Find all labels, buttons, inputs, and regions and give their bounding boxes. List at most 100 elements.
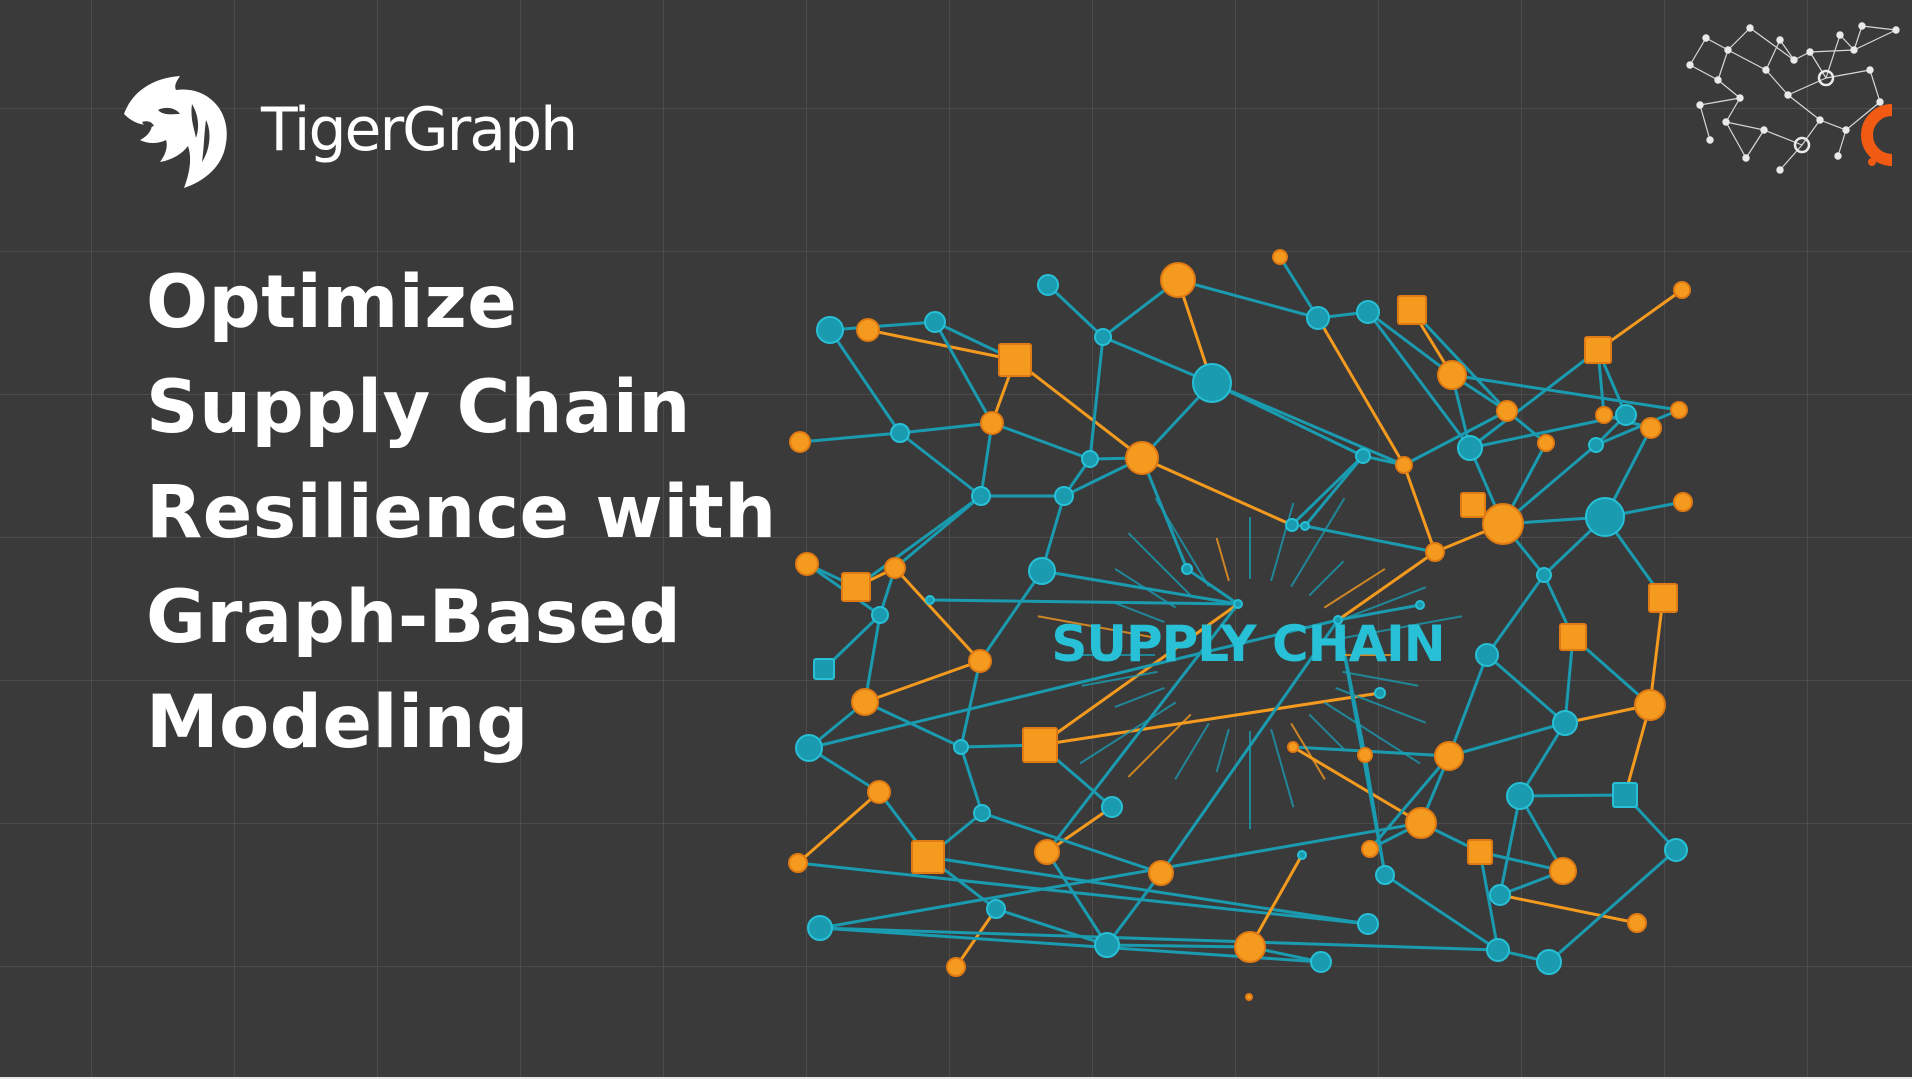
corner-node: [1793, 136, 1811, 154]
corner-edge: [1699, 104, 1711, 141]
network-edge: [1013, 358, 1144, 460]
network-edge: [893, 566, 982, 663]
network-edge: [1038, 691, 1382, 747]
network-edge: [863, 613, 882, 704]
corner-node: [1746, 24, 1754, 32]
corner-node: [1858, 22, 1866, 30]
headline-line: Supply Chain: [146, 365, 691, 450]
corner-node: [1686, 61, 1694, 69]
corner-node: [1850, 46, 1858, 54]
network-node: [813, 658, 835, 680]
network-node: [807, 915, 833, 941]
corner-node: [1742, 154, 1750, 162]
network-ray: [1081, 670, 1158, 687]
network-node: [1310, 951, 1332, 973]
network-node: [1673, 492, 1693, 512]
headline-line: Optimize: [146, 260, 518, 345]
network-edge: [1045, 850, 1109, 947]
network-edge: [1383, 873, 1500, 952]
network-ray: [1323, 701, 1421, 765]
network-ray: [1114, 687, 1165, 708]
corner-node: [1876, 98, 1884, 106]
corner-node: [1706, 136, 1714, 144]
network-node: [1272, 249, 1288, 265]
network-edge: [1366, 310, 1454, 377]
corner-edge: [1779, 144, 1803, 171]
network-ray: [1308, 560, 1345, 597]
network-node: [1425, 542, 1445, 562]
network-node: [1300, 521, 1310, 531]
network-node: [1615, 404, 1637, 426]
network-node: [1537, 434, 1555, 452]
network-edge: [866, 328, 1017, 362]
network-edge: [1248, 853, 1304, 949]
network-edge: [1368, 754, 1451, 851]
tigergraph-logo: TigerGraph: [118, 70, 578, 190]
corner-edge: [1717, 79, 1741, 99]
network-ray: [1270, 502, 1295, 582]
network-edge: [1291, 745, 1423, 825]
network-edge: [1105, 943, 1252, 949]
network-edge: [928, 598, 1240, 606]
network-node: [1233, 599, 1243, 609]
corner-edge: [1787, 94, 1821, 121]
corner-edge: [1699, 97, 1741, 106]
network-ray: [1215, 728, 1230, 773]
network-edge: [1518, 721, 1567, 798]
network-edge: [1140, 456, 1294, 527]
corner-edge: [1853, 25, 1863, 51]
corner-edge: [1861, 25, 1897, 31]
corner-edge: [1779, 39, 1795, 61]
network-node: [1125, 441, 1159, 475]
network-node: [1584, 336, 1612, 364]
network-ray: [1290, 497, 1346, 588]
corner-node: [1776, 166, 1784, 174]
network-ray: [1323, 568, 1386, 609]
network-edge: [898, 431, 983, 498]
network-node: [1306, 306, 1330, 330]
network-node: [946, 957, 966, 977]
network-node: [1181, 563, 1193, 575]
network-node: [986, 899, 1006, 919]
network-edge: [1468, 348, 1600, 450]
network-node: [871, 606, 889, 624]
corner-edge: [1725, 121, 1765, 131]
network-edge: [1336, 618, 1387, 877]
network-ray: [1127, 713, 1192, 778]
corner-edge: [1745, 129, 1765, 159]
corner-node: [1722, 118, 1730, 126]
network-edge: [990, 421, 1092, 461]
network-node: [1457, 435, 1483, 461]
network-node: [1536, 567, 1552, 583]
corner-edge: [1853, 29, 1897, 51]
network-ray: [1290, 722, 1326, 780]
corner-edge: [1809, 49, 1855, 53]
corner-node: [1834, 152, 1842, 160]
network-edge: [1185, 567, 1240, 606]
network-node: [1648, 583, 1678, 613]
corner-edge: [1819, 119, 1847, 131]
network-node: [980, 411, 1004, 435]
network-edge: [959, 659, 982, 749]
network-node: [1482, 503, 1524, 545]
network-ray: [1114, 568, 1177, 609]
network-node: [1670, 401, 1688, 419]
supply-chain-label: SUPPLY CHAIN: [1051, 615, 1444, 673]
network-edge: [1518, 793, 1627, 798]
network-node: [1356, 300, 1380, 324]
network-node: [1375, 865, 1395, 885]
network-edge: [1594, 408, 1681, 447]
network-edge: [807, 618, 1340, 750]
network-edge: [1478, 850, 1500, 952]
corner-edge: [1689, 64, 1719, 81]
network-node: [1559, 623, 1587, 651]
network-node: [1673, 281, 1691, 299]
network-edge: [1498, 893, 1639, 925]
corner-edge: [1837, 129, 1847, 157]
headline: Optimize Supply Chain Resilience with Gr…: [146, 250, 777, 775]
network-node: [1486, 938, 1510, 962]
corner-node: [1776, 36, 1784, 44]
network-edge: [1402, 409, 1509, 467]
corner-edge: [1869, 69, 1881, 103]
network-node: [968, 649, 992, 673]
